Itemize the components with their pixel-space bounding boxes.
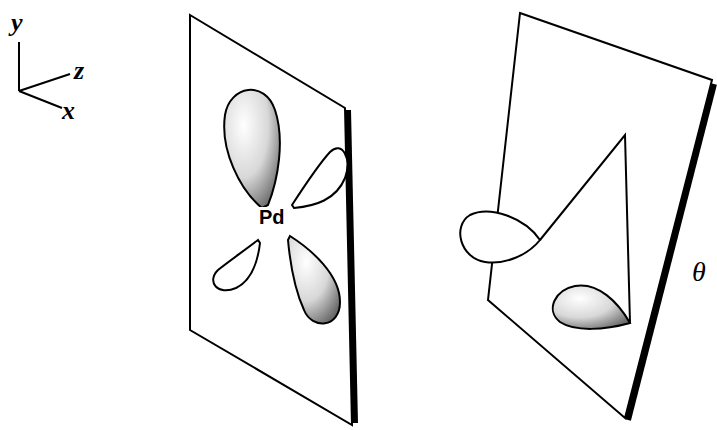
axis-label: x [62, 98, 75, 124]
white-lobe [213, 240, 260, 290]
axis-label: z [74, 58, 84, 84]
shaded-lobe [288, 236, 340, 323]
shaded-lobe [553, 285, 630, 328]
white-lobe [292, 148, 347, 208]
pd-plane [190, 15, 355, 425]
axis-label: y [11, 10, 23, 36]
angle-label: θ [692, 258, 706, 286]
tilted-plane [460, 13, 714, 420]
atom-label: Pd [258, 207, 286, 227]
shaded-lobe [224, 90, 280, 208]
white-lobe [460, 212, 540, 263]
